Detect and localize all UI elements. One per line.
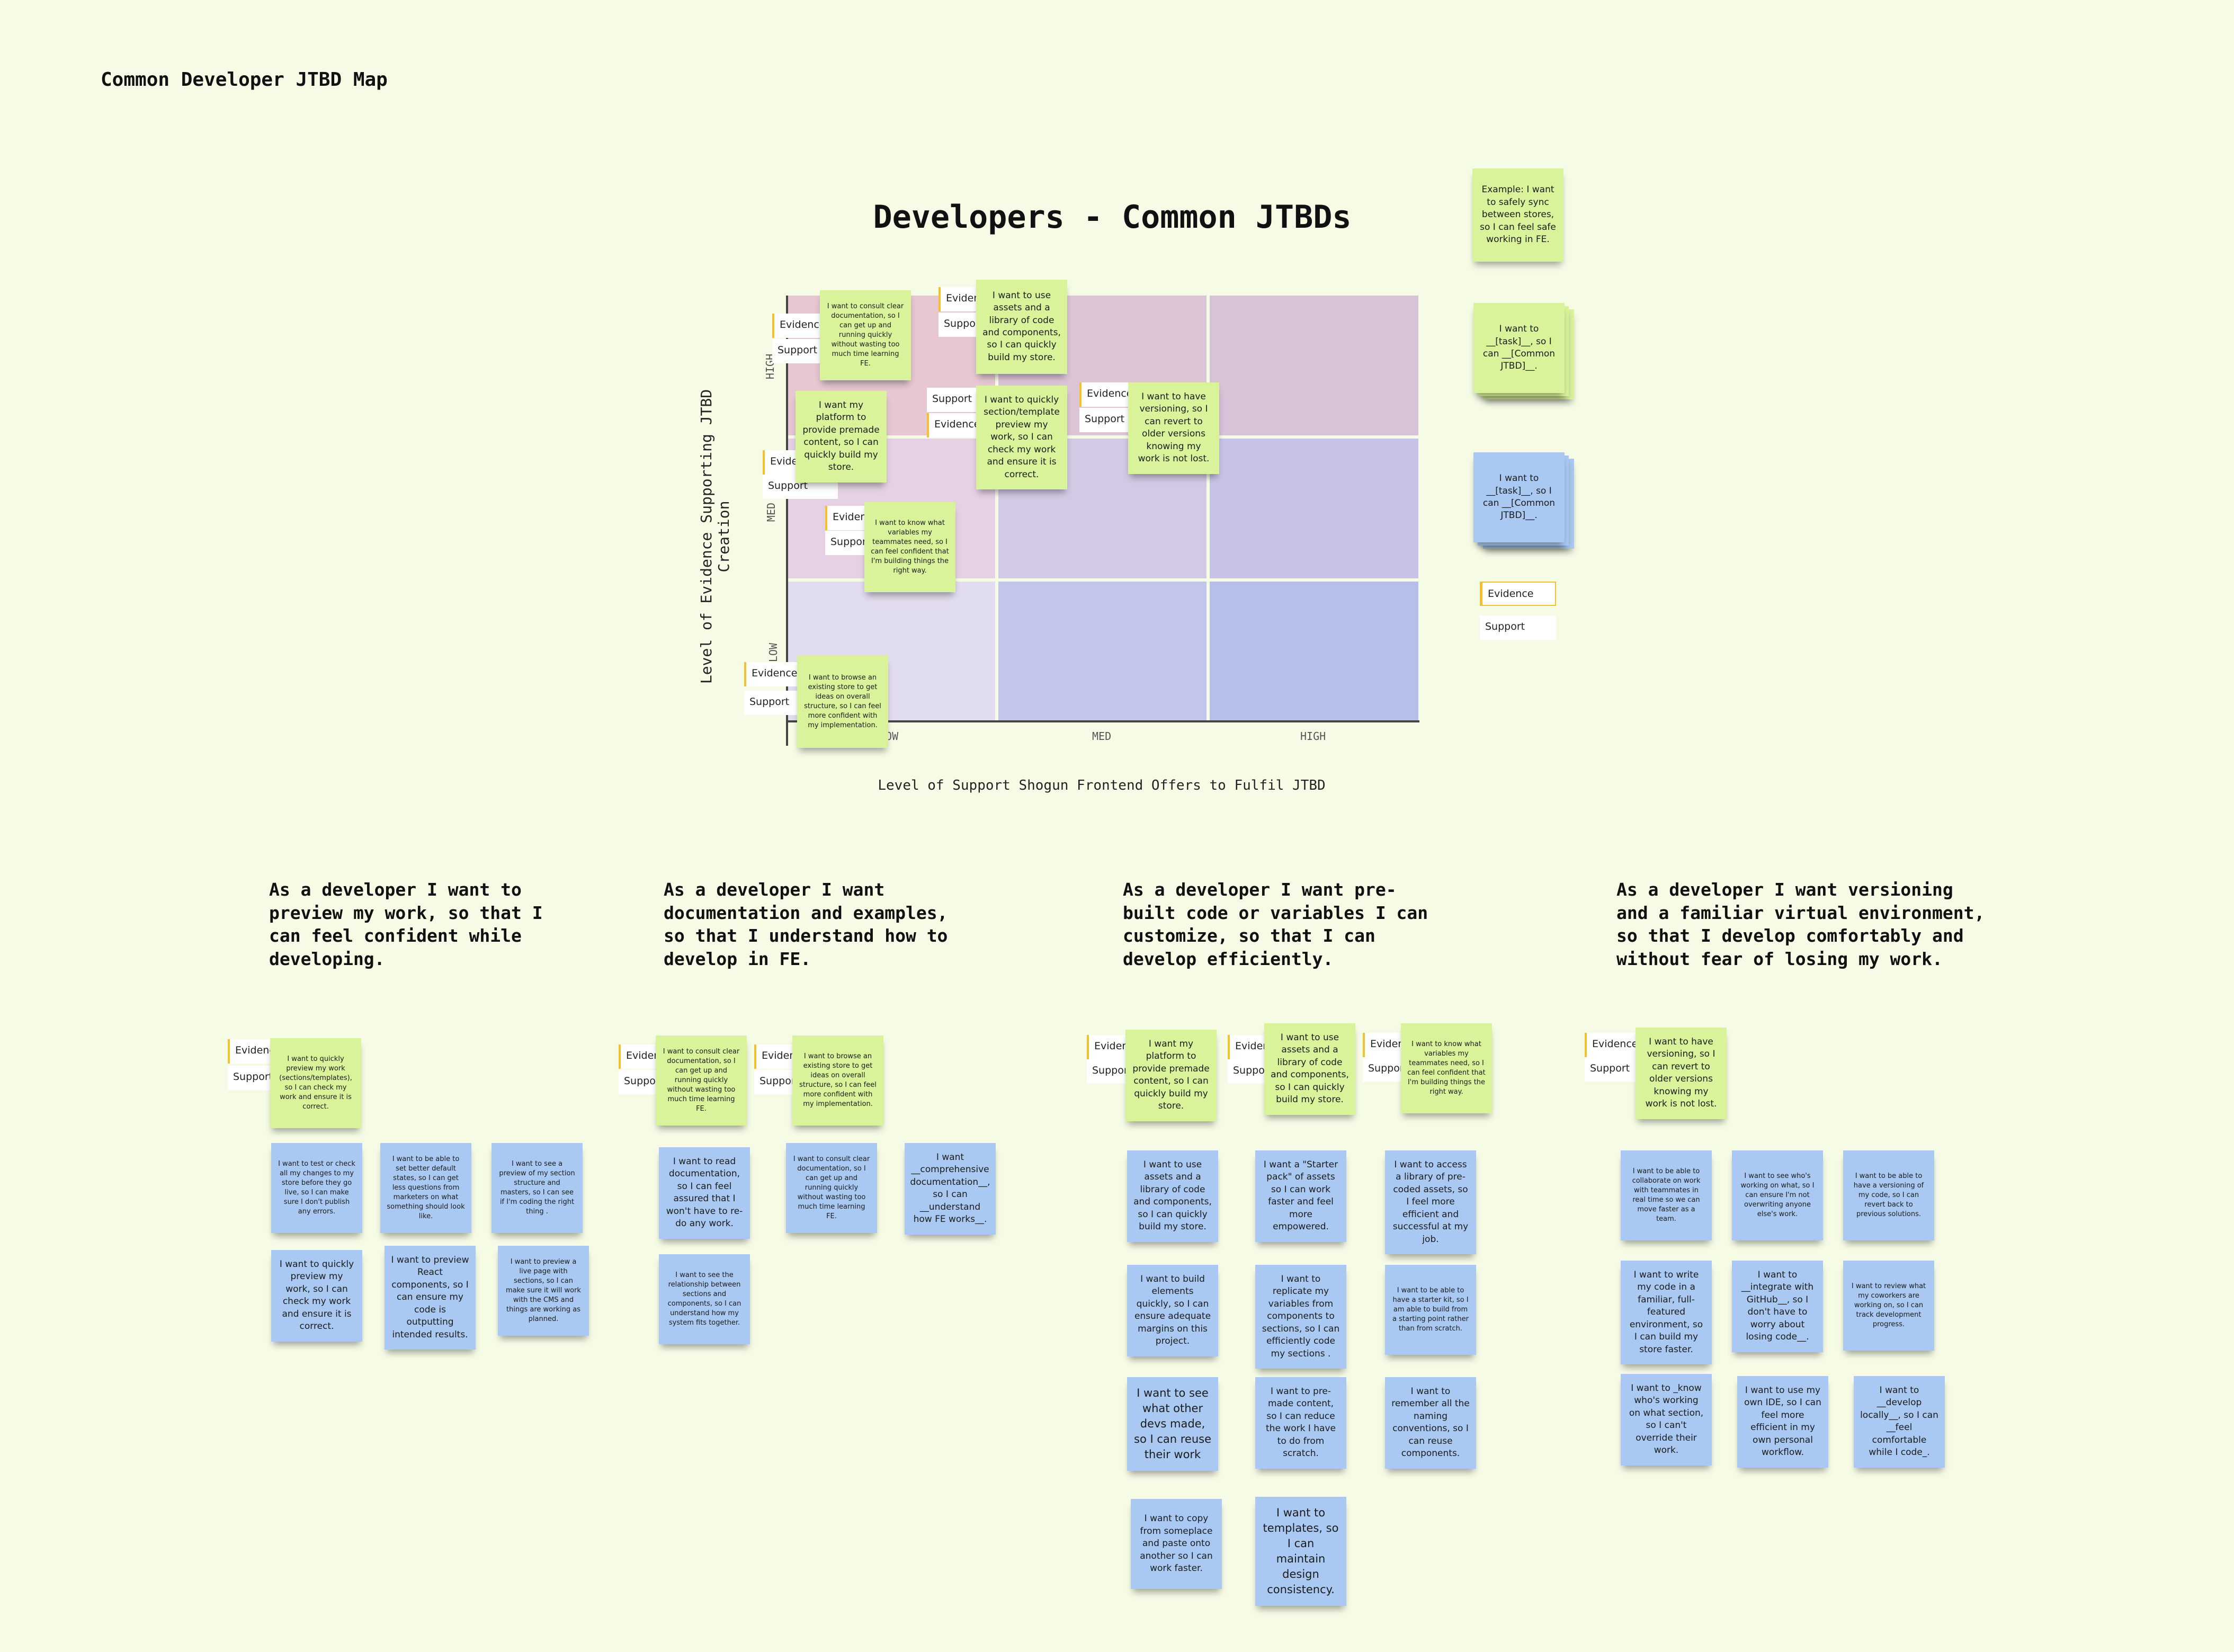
sticky-note[interactable]: I want to use assets and a library of co…	[1264, 1023, 1355, 1115]
sticky-note[interactable]: I want to have versioning, so I can reve…	[1128, 382, 1219, 474]
sticky-note[interactable]: I want to replicate my variables from co…	[1255, 1265, 1346, 1369]
sticky-note[interactable]: I want to copy from someplace and paste …	[1131, 1499, 1222, 1589]
section-heading: As a developer I want to preview my work…	[269, 879, 543, 969]
sticky-note[interactable]: I want to know what variables my teammat…	[1401, 1023, 1492, 1113]
sticky-note[interactable]: I want to access a library of pre-coded …	[1385, 1150, 1476, 1255]
page-title: Common Developer JTBD Map	[101, 69, 388, 91]
x-tick-high: HIGH	[1300, 730, 1326, 743]
sticky-note[interactable]: I want to use my own IDE, so I can feel …	[1737, 1376, 1828, 1468]
sticky-note[interactable]: I want to review what my coworkers are w…	[1843, 1261, 1934, 1351]
template-note-green[interactable]: I want to __[task]__, so I can __[Common…	[1473, 303, 1565, 393]
section-heading: As a developer I want documentation and …	[664, 879, 948, 969]
chart-title: Developers - Common JTBDs	[873, 199, 1352, 236]
sticky-note[interactable]: I want to __develop locally__, so I can …	[1854, 1376, 1945, 1468]
sticky-note[interactable]: I want to see a preview of my section st…	[492, 1143, 583, 1233]
cell-med-high	[1210, 439, 1418, 578]
sticky-note[interactable]: I want to quickly section/template previ…	[976, 386, 1067, 490]
sticky-note[interactable]: I want to templates, so I can maintain d…	[1255, 1497, 1346, 1606]
sticky-note[interactable]: I want to test or check all my changes t…	[271, 1143, 362, 1233]
y-tick-med: MED	[765, 502, 778, 522]
sticky-note[interactable]: I want to preview a live page with secti…	[498, 1246, 589, 1336]
y-axis-line	[786, 296, 788, 746]
x-axis-line	[786, 720, 1419, 722]
sticky-note[interactable]: I want to quickly preview my work (secti…	[270, 1038, 361, 1128]
sticky-note[interactable]: I want to be able to set better default …	[380, 1143, 471, 1233]
sticky-note[interactable]: I want to see who's working on what, so …	[1732, 1150, 1823, 1240]
legend-support-tag[interactable]: Support	[1480, 615, 1556, 640]
sticky-note[interactable]: I want to pre-made content, so I can red…	[1255, 1377, 1346, 1469]
y-axis-title: Level of Evidence Supporting JTBD Creati…	[698, 389, 732, 684]
sticky-note[interactable]: I want my platform to provide premade co…	[796, 391, 887, 483]
legend-evidence-tag[interactable]: Evidence	[1480, 582, 1556, 606]
sticky-note[interactable]: I want to consult clear documentation, s…	[820, 290, 911, 380]
sticky-note[interactable]: I want to preview React components, so I…	[385, 1246, 476, 1350]
sticky-note[interactable]: I want to be able to collaborate on work…	[1621, 1150, 1712, 1240]
sticky-note[interactable]: I want to see what other devs made, so I…	[1127, 1377, 1218, 1471]
sticky-note[interactable]: I want to consult clear documentation, s…	[786, 1143, 877, 1233]
sticky-note[interactable]: I want to _know who's working on what se…	[1621, 1374, 1712, 1466]
sticky-note[interactable]: I want to browse an existing store to ge…	[792, 1035, 883, 1126]
sticky-note[interactable]: I want to use assets and a library of co…	[1127, 1150, 1218, 1242]
sticky-note[interactable]: I want to remember all the naming conven…	[1385, 1377, 1476, 1469]
sticky-note[interactable]: I want to know what variables my teammat…	[864, 502, 955, 592]
sticky-note[interactable]: I want to use assets and a library of co…	[976, 280, 1067, 374]
section-heading: As a developer I want versioning and a f…	[1616, 879, 1985, 969]
sticky-note[interactable]: I want my platform to provide premade co…	[1125, 1030, 1217, 1121]
sticky-note[interactable]: I want to be able to have a versioning o…	[1843, 1150, 1934, 1240]
x-tick-med: MED	[1092, 730, 1112, 743]
sticky-note[interactable]: I want to quickly preview my work, so I …	[271, 1250, 362, 1342]
sticky-note[interactable]: I want __comprehensive documentation__, …	[905, 1143, 996, 1235]
sticky-note[interactable]: I want to read documentation, so I can f…	[659, 1147, 750, 1239]
sticky-note[interactable]: I want to be able to have a starter kit,…	[1385, 1265, 1476, 1355]
sticky-note[interactable]: I want to consult clear documentation, s…	[656, 1035, 747, 1126]
sticky-note[interactable]: I want to build elements quickly, so I c…	[1127, 1265, 1218, 1356]
sticky-note[interactable]: I want to browse an existing store to ge…	[797, 656, 888, 748]
template-note-blue[interactable]: I want to __[task]__, so I can __[Common…	[1473, 452, 1565, 542]
y-tick-low: LOW	[767, 642, 780, 663]
sticky-note[interactable]: I want a "Starter pack" of assets so I c…	[1255, 1150, 1346, 1242]
section-heading: As a developer I want pre-built code or …	[1123, 879, 1428, 969]
sticky-note[interactable]: I want to write my code in a familiar, f…	[1621, 1261, 1712, 1365]
cell-low-high	[1210, 582, 1418, 722]
jtbd-matrix	[787, 296, 1418, 722]
sticky-note[interactable]: I want to __integrate with GitHub__, so …	[1732, 1261, 1823, 1352]
cell-high-high	[1210, 296, 1418, 435]
x-axis-title: Level of Support Shogun Frontend Offers …	[878, 778, 1326, 793]
example-note[interactable]: Example: I want to safely sync between s…	[1472, 168, 1563, 262]
cell-low-med	[998, 582, 1207, 722]
sticky-note[interactable]: I want to have versioning, so I can reve…	[1636, 1028, 1727, 1119]
sticky-note[interactable]: I want to see the relationship between s…	[659, 1254, 750, 1344]
